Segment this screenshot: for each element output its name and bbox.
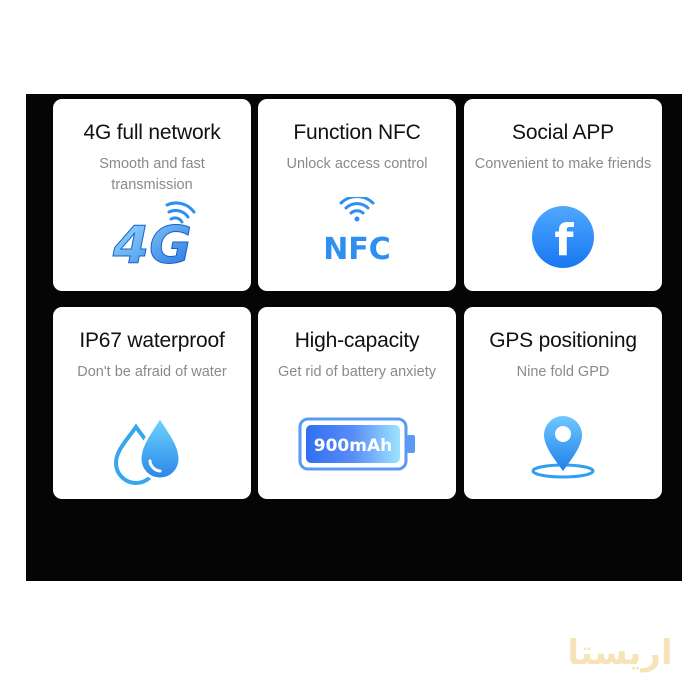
feature-title: IP67 waterproof <box>79 329 225 352</box>
feature-title: High-capacity <box>294 329 420 352</box>
4g-text: 4G <box>112 216 192 276</box>
water-drops-icon <box>53 405 251 485</box>
nfc-text: NFC <box>323 232 391 267</box>
feature-card-social: Social APP Convenient to make friends f <box>464 99 662 291</box>
battery-capacity-text: 900mAh <box>314 436 392 456</box>
4g-signal-icon: 4G <box>53 197 251 277</box>
feature-card-gps: GPS positioning Nine fold GPD <box>464 307 662 499</box>
location-pin-icon <box>464 405 662 485</box>
battery-icon: 900mAh <box>258 405 456 485</box>
feature-card-waterproof: IP67 waterproof Don't be afraid of water <box>53 307 251 499</box>
feature-card-battery: High-capacity Get rid of battery anxiety… <box>258 307 456 499</box>
feature-subtitle: Convenient to make friends <box>474 156 652 172</box>
feature-subtitle: Nine fold GPD <box>516 364 610 380</box>
feature-subtitle: Unlock access control <box>286 156 428 172</box>
feature-title: Social APP <box>512 121 614 144</box>
feature-subtitle: Get rid of battery anxiety <box>278 364 436 380</box>
feature-title: Function NFC <box>293 121 421 144</box>
watermark-text: اریستا <box>567 633 673 673</box>
facebook-icon: f <box>464 197 662 277</box>
feature-card-4g: 4G full network Smooth and fast transmis… <box>53 99 251 291</box>
brand-watermark-logo: اریستا <box>560 628 680 678</box>
feature-title: GPS positioning <box>489 329 637 352</box>
nfc-icon: NFC <box>258 197 456 277</box>
feature-subtitle: Don't be afraid of water <box>77 364 227 380</box>
features-panel: 4G full network Smooth and fast transmis… <box>26 94 682 581</box>
feature-card-nfc: Function NFC Unlock access control NFC <box>258 99 456 291</box>
facebook-letter: f <box>554 215 574 266</box>
feature-title: 4G full network <box>83 121 221 144</box>
feature-subtitle: Smooth and fast transmission <box>99 156 205 193</box>
